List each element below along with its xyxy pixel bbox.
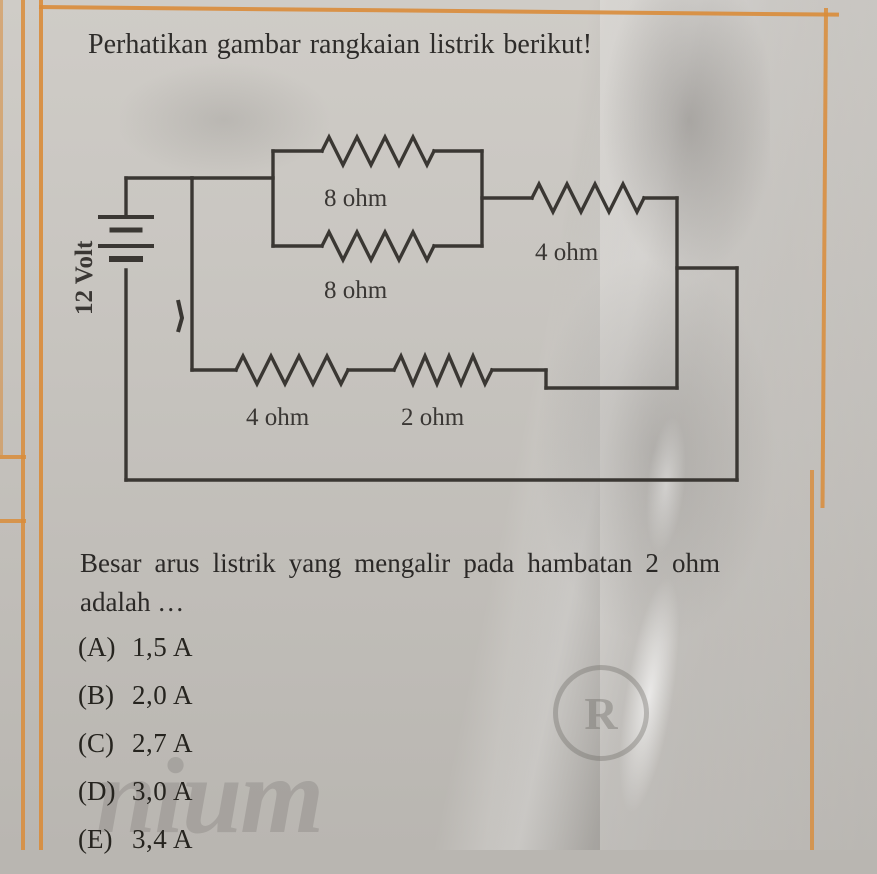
option-c-value: 2,7 A — [132, 728, 194, 758]
frame-line-right-lower — [810, 470, 814, 850]
frame-line-left-1 — [21, 0, 25, 850]
question-stem: Perhatikan gambar rangkaian listrik beri… — [88, 29, 593, 60]
option-a-value: 1,5 A — [132, 632, 194, 662]
frame-tick-left-lower — [0, 519, 26, 523]
option-b-value: 2,0 A — [132, 680, 194, 710]
label-resistor-2ohm-lower: 2 ohm — [401, 404, 465, 431]
answer-options-list: (A) 1,5 A (B) 2,0 A (C) 2,7 A (D) 3,0 A … — [78, 634, 498, 874]
node-tick-mark — [176, 299, 185, 333]
option-e-value: 3,4 A — [132, 824, 194, 854]
option-d-value: 3,0 A — [132, 776, 194, 806]
resistor-4ohm-lower-symbol — [233, 352, 351, 388]
option-d[interactable]: (D) 3,0 A — [78, 778, 498, 805]
resistor-4ohm-right-symbol — [529, 180, 647, 216]
resistor-8ohm-top-symbol — [319, 133, 437, 169]
label-voltage-source: 12 Volt — [71, 240, 98, 315]
label-resistor-4ohm-lower: 4 ohm — [246, 404, 310, 431]
circuit-diagram: 8 ohm 8 ohm 4 ohm 4 ohm 2 ohm 12 Volt — [60, 120, 820, 510]
option-d-key: (D) — [78, 776, 116, 806]
option-e-key: (E) — [78, 824, 113, 854]
frame-line-right-upper — [820, 7, 828, 509]
frame-tick-left-upper — [0, 455, 26, 459]
registered-trademark-watermark-icon: R — [553, 665, 649, 761]
label-resistor-8ohm-top: 8 ohm — [324, 185, 388, 212]
frame-line-left-2 — [39, 0, 43, 850]
resistor-8ohm-bottom-symbol — [319, 228, 437, 264]
option-b-key: (B) — [78, 680, 114, 710]
option-a[interactable]: (A) 1,5 A — [78, 634, 498, 661]
option-a-key: (A) — [78, 632, 116, 662]
option-e[interactable]: (E) 3,4 A — [78, 826, 498, 853]
frame-line-left-outer — [0, 0, 3, 455]
frame-line-top — [38, 5, 839, 17]
label-resistor-4ohm-right: 4 ohm — [535, 239, 599, 266]
registered-mark-glyph: R — [584, 687, 618, 739]
resistor-2ohm-lower-symbol — [391, 351, 495, 389]
option-b[interactable]: (B) 2,0 A — [78, 682, 498, 709]
label-resistor-8ohm-bottom: 8 ohm — [324, 277, 388, 304]
option-c[interactable]: (C) 2,7 A — [78, 730, 498, 757]
question-text: Besar arus listrik yang mengalir pada ha… — [80, 548, 720, 618]
option-c-key: (C) — [78, 728, 114, 758]
